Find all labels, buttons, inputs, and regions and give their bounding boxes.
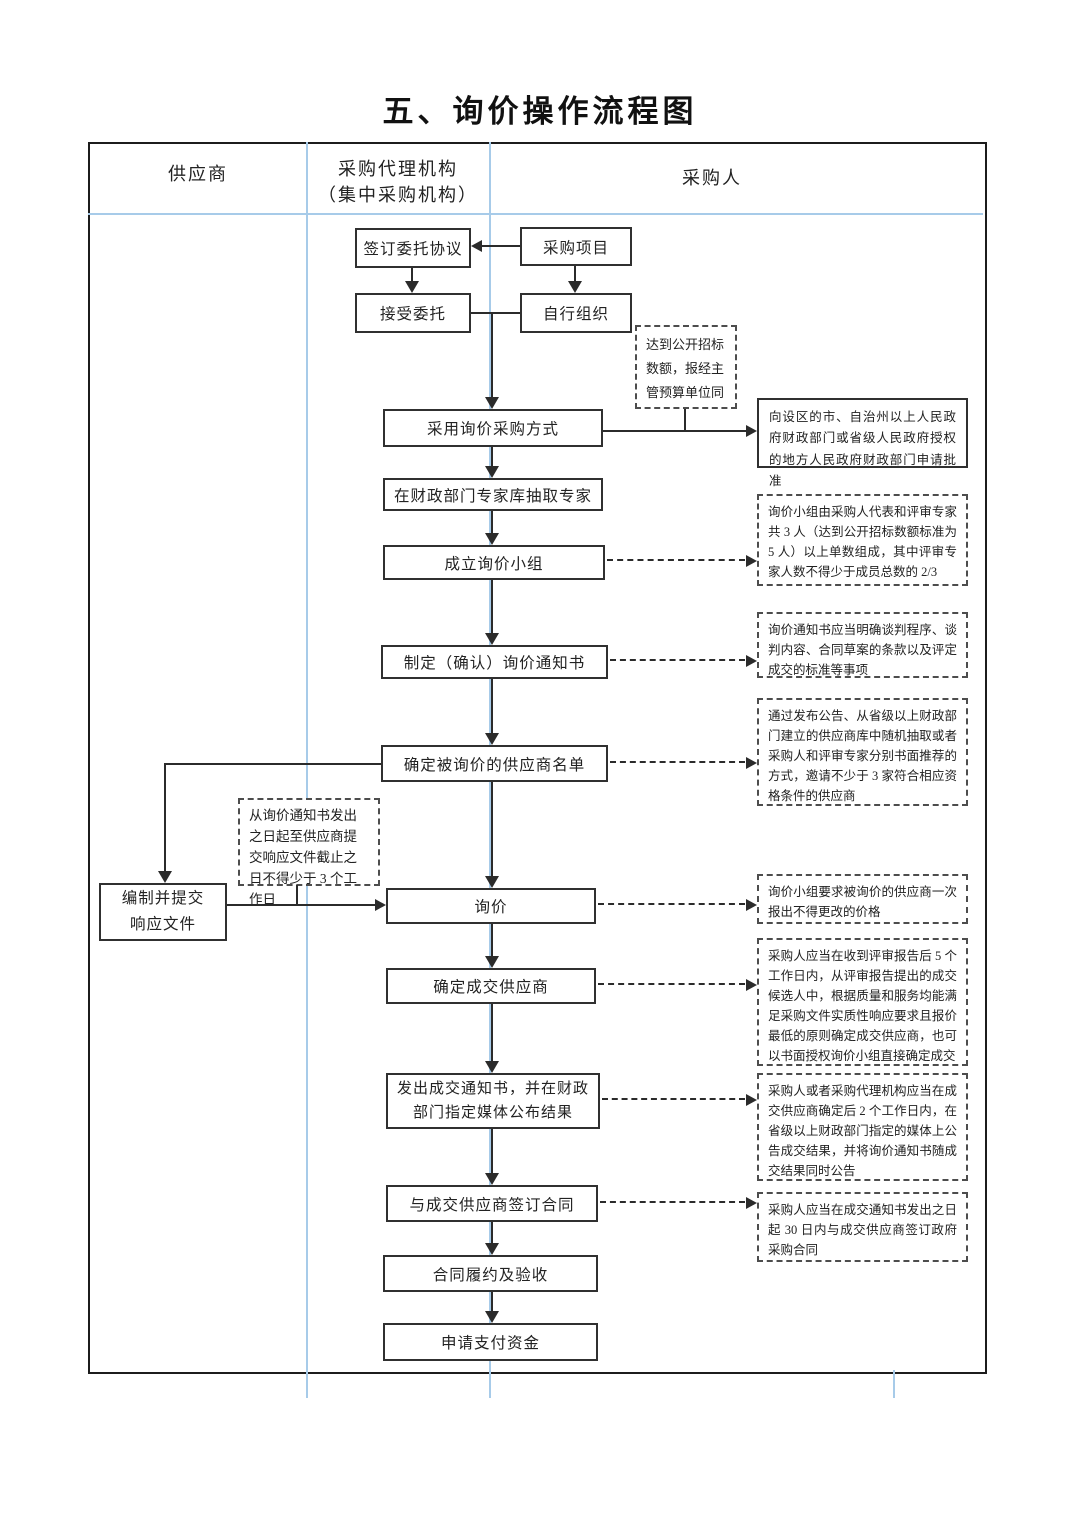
arrow-down — [485, 466, 499, 478]
dashed-link-one-quote — [598, 903, 745, 905]
lane-header-agency: 采购代理机构 （集中采购机构） — [307, 155, 489, 207]
arrow-left — [471, 240, 482, 252]
connector-project-down — [574, 266, 576, 282]
node-sign-contract: 与成交供应商签订合同 — [386, 1185, 598, 1222]
connector-adopt-down — [491, 447, 493, 467]
arrow-down — [485, 956, 499, 968]
node-inquiry: 询价 — [386, 888, 596, 924]
node-adopt-method: 采用询价采购方式 — [383, 409, 603, 447]
node-prepare-response: 编制并提交 响应文件 — [99, 883, 227, 941]
arrow-right — [746, 899, 757, 911]
connector-threshold-drop — [684, 409, 686, 432]
arrow-right — [746, 1197, 757, 1209]
diagram-frame — [88, 142, 987, 1374]
connector-experts-down — [491, 511, 493, 534]
arrow-right — [375, 899, 386, 911]
lane-divider-left — [306, 142, 308, 1398]
arrow-down — [485, 1173, 499, 1185]
node-issue-notice: 发出成交通知书，并在财政部门指定媒体公布结果 — [386, 1073, 600, 1129]
dashed-link-announcement — [602, 1098, 745, 1100]
arrow-down — [485, 633, 499, 645]
arrow-down — [485, 1061, 499, 1073]
arrow-down — [405, 281, 419, 293]
note-team-composition: 询价小组由采购人代表和评审专家共 3 人（达到公开招标数额标准为 5 人）以上单… — [757, 494, 968, 586]
connector-left-drop — [164, 763, 166, 871]
node-form-team: 成立询价小组 — [383, 545, 605, 580]
connector-agreement-down — [411, 268, 413, 282]
node-accept-entrustment: 接受委托 — [355, 293, 471, 333]
connector-contract-down — [491, 1222, 493, 1244]
node-extract-experts: 在财政部门专家库抽取专家 — [383, 478, 603, 511]
connector-suppliers-left — [164, 763, 381, 765]
node-self-organize: 自行组织 — [520, 293, 632, 333]
arrow-right — [746, 555, 757, 567]
connector-adopt-to-approval — [603, 430, 746, 432]
arrow-right — [746, 655, 757, 667]
arrow-right — [746, 1094, 757, 1106]
arrow-down — [485, 1311, 499, 1323]
arrow-down — [485, 876, 499, 888]
connector-inquiry-down — [491, 924, 493, 957]
connector-issue-down — [491, 1129, 493, 1174]
note-min-days: 从询价通知书发出之日起至供应商提交响应文件截止之日不得少于 3 个工作日 — [238, 798, 380, 907]
arrow-right — [746, 425, 757, 437]
node-determine-winner: 确定成交供应商 — [386, 968, 596, 1004]
connector-performance-down — [491, 1292, 493, 1312]
dashed-link-team — [607, 559, 745, 561]
node-prepare-response-line2: 响应文件 — [129, 916, 196, 933]
dashed-link-deadline — [600, 1201, 745, 1203]
arrow-down — [158, 871, 172, 883]
note-notice-content: 询价通知书应当明确谈判程序、谈判内容、合同草案的条款以及评定成交的标准等事项 — [757, 612, 968, 678]
lane-header-supplier: 供应商 — [168, 164, 228, 184]
arrow-down — [485, 733, 499, 745]
connector-accept-organize — [471, 312, 520, 314]
note-contract-deadline: 采购人应当在成交通知书发出之日起 30 日内与成交供应商签订政府采购合同 — [757, 1192, 968, 1262]
note-one-quote: 询价小组要求被询价的供应商一次报出不得更改的价格 — [757, 874, 968, 924]
header-divider — [88, 213, 983, 215]
note-result-announcement: 采购人或者采购代理机构应当在成交供应商确定后 2 个工作日内，在省级以上财政部门… — [757, 1073, 968, 1181]
lane-header-agency-line1: 采购代理机构 — [338, 159, 458, 179]
arrow-down — [485, 397, 499, 409]
connector-winner-down — [491, 1004, 493, 1062]
connector-mindays-drop — [296, 885, 298, 905]
connector-project-to-agreement — [482, 245, 520, 247]
arrow-down — [485, 533, 499, 545]
lane-header-purchaser: 采购人 — [682, 168, 742, 188]
connector-notice-down — [491, 679, 493, 734]
arrow-right — [746, 979, 757, 991]
connector-team-down — [491, 580, 493, 634]
connector-to-adopt-method — [491, 313, 493, 398]
note-apply-approval: 向设区的市、自治州以上人民政府财政部门或省级人民政府授权的地方人民政府财政部门申… — [757, 398, 968, 488]
lane-header-agency-line2: （集中采购机构） — [318, 185, 478, 205]
connector-response-to-inquiry — [227, 904, 375, 906]
node-sign-agreement: 签订委托协议 — [355, 228, 471, 268]
node-apply-payment: 申请支付资金 — [383, 1323, 598, 1361]
arrow-down — [485, 1243, 499, 1255]
note-over-threshold: 达到公开招标数额，报经主管预算单位同 — [635, 325, 737, 409]
node-prepare-response-line1: 编制并提交 — [121, 890, 205, 907]
note-winner-determination: 采购人应当在收到评审报告后 5 个工作日内，从评审报告提出的成交候选人中，根据质… — [757, 938, 968, 1066]
arrow-down — [568, 281, 582, 293]
node-determine-suppliers: 确定被询价的供应商名单 — [381, 745, 608, 782]
connector-suppliers-down — [491, 782, 493, 877]
arrow-right — [746, 757, 757, 769]
page-title: 五、询价操作流程图 — [382, 94, 698, 129]
node-contract-performance: 合同履约及验收 — [383, 1255, 598, 1292]
node-make-notice: 制定（确认）询价通知书 — [381, 645, 608, 679]
note-supplier-selection: 通过发布公告、从省级以上财政部门建立的供应商库中随机抽取或者采购人和评审专家分别… — [757, 698, 968, 806]
node-procurement-project: 采购项目 — [520, 227, 632, 266]
lane-divider-tick — [893, 1370, 895, 1398]
dashed-link-winner — [598, 983, 745, 985]
dashed-link-selection — [610, 761, 745, 763]
dashed-link-notice — [610, 659, 745, 661]
